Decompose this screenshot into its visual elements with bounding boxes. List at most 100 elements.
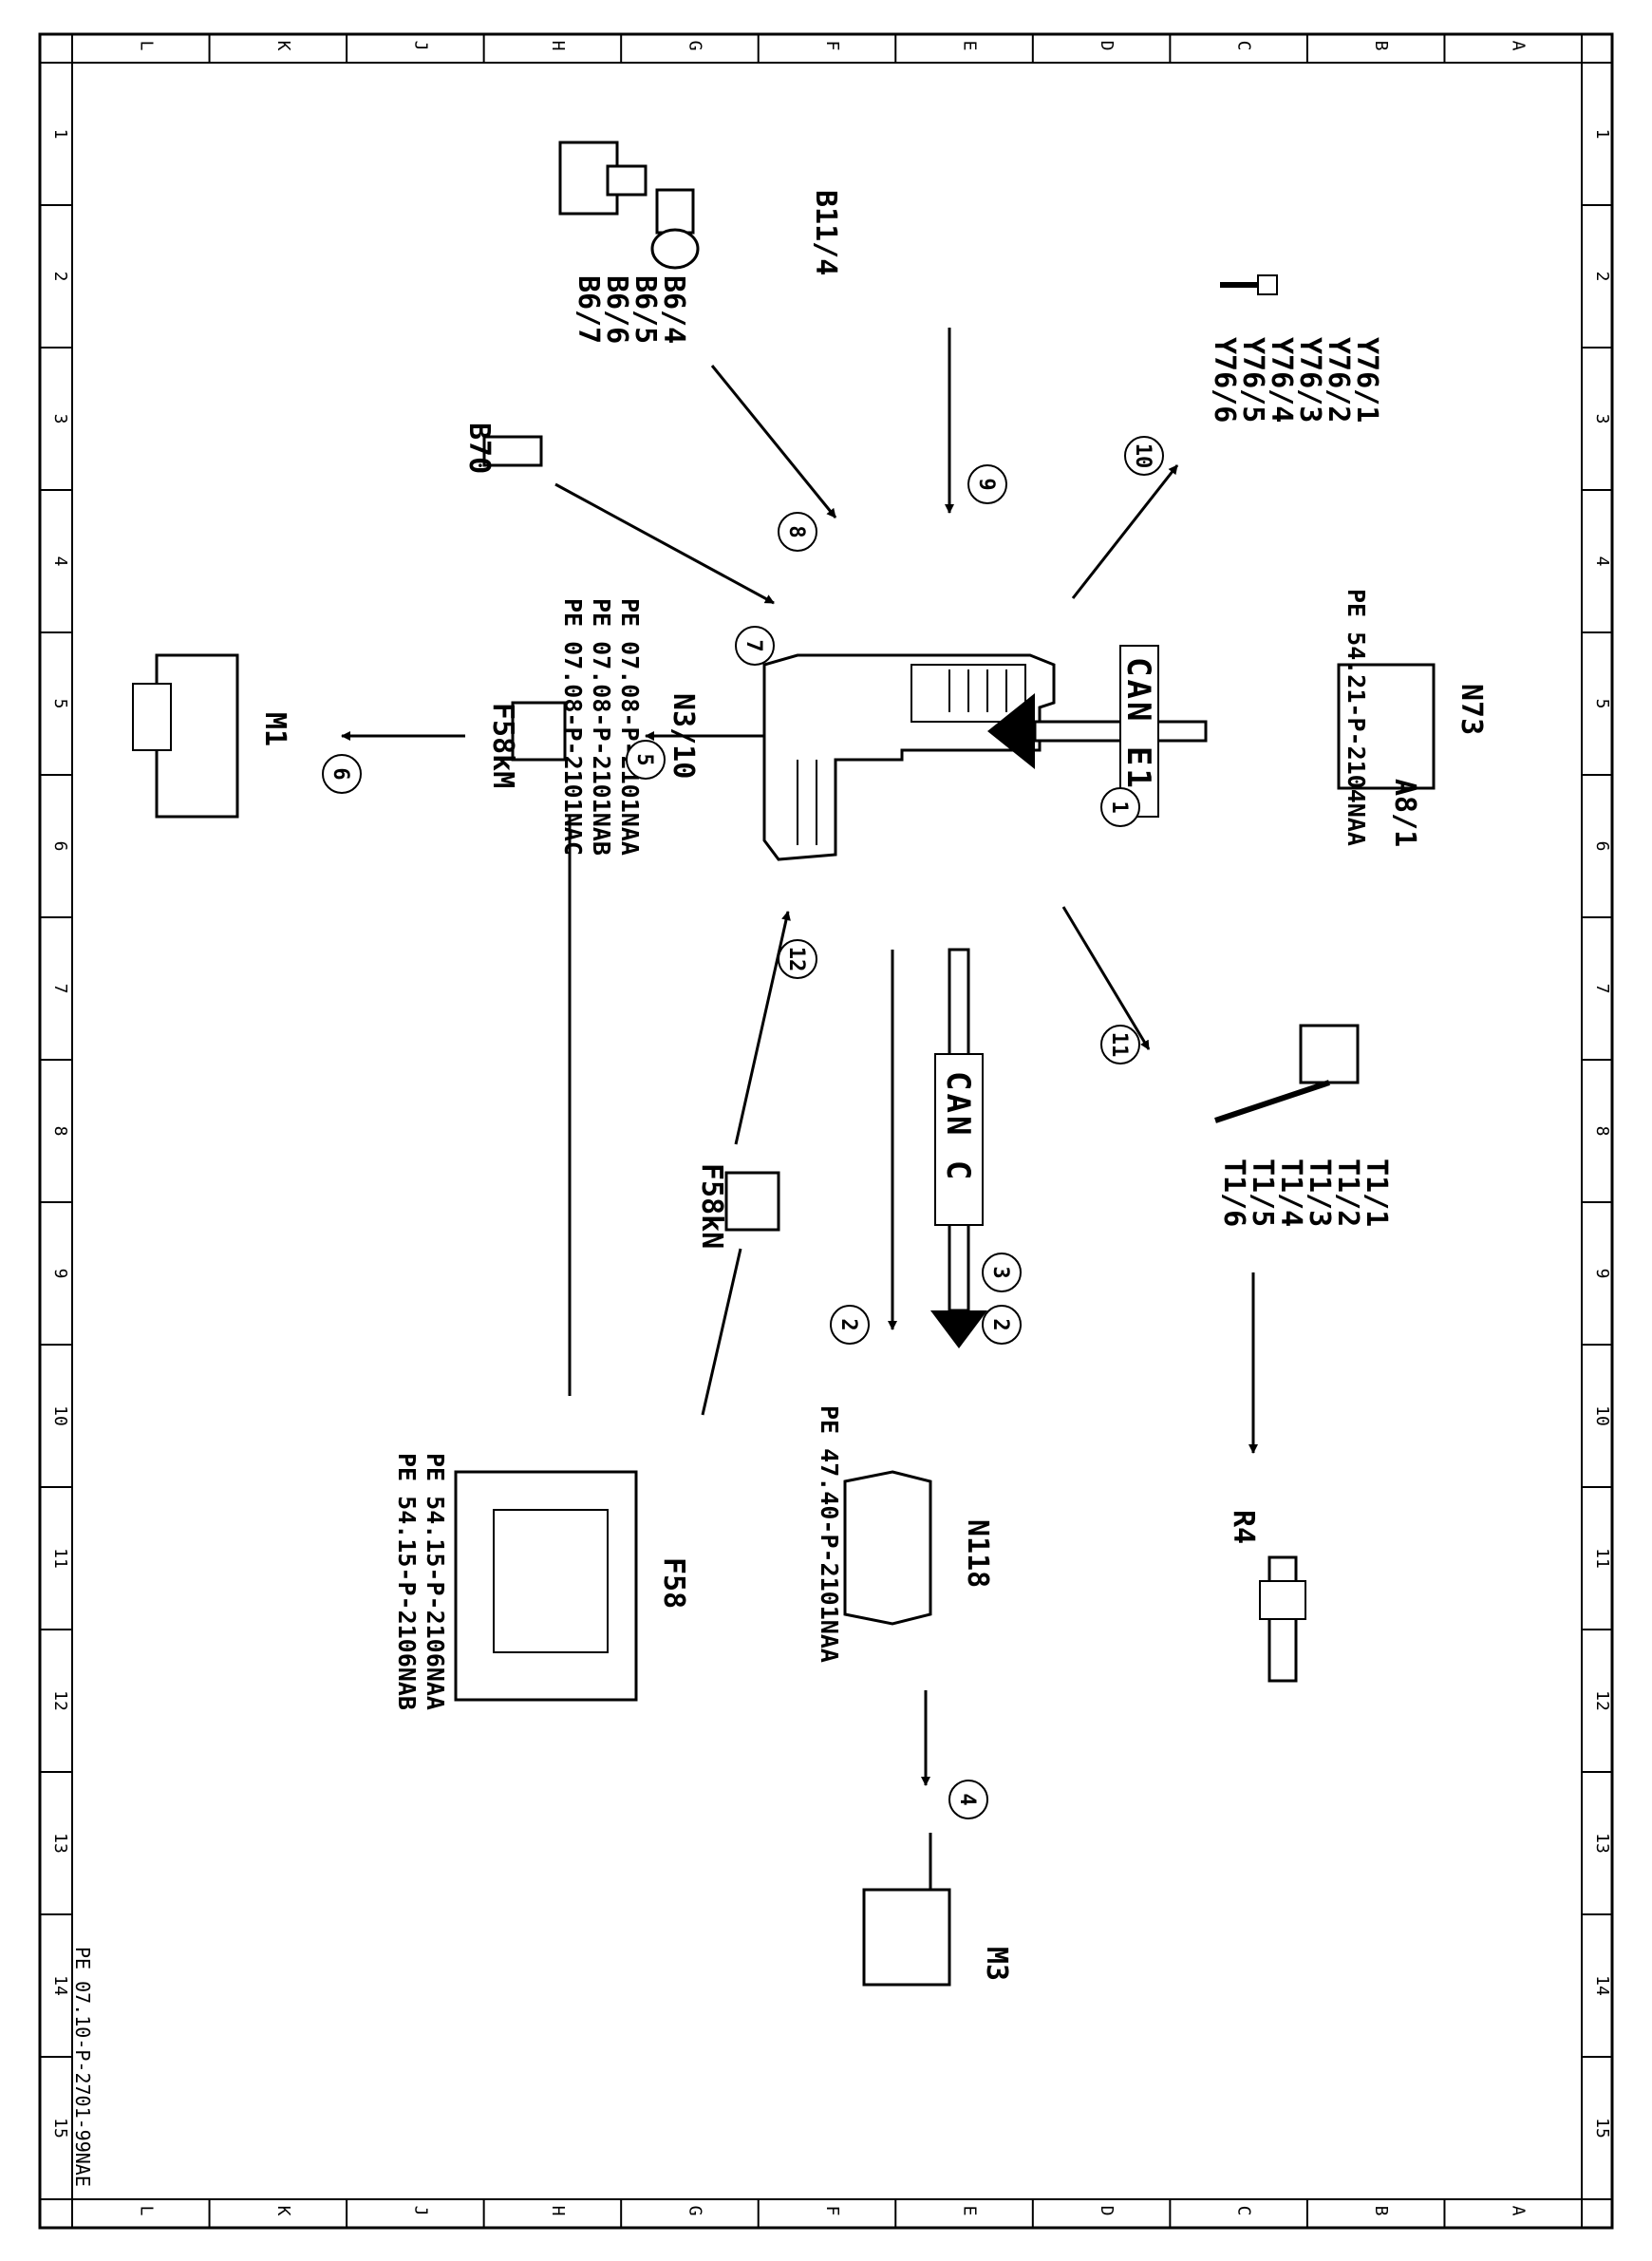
step-11: 11: [1100, 1025, 1140, 1065]
row-label-right: 5: [1592, 699, 1612, 709]
label-n118: N118: [961, 1519, 994, 1588]
label-t1-5: T1/5: [1246, 1159, 1279, 1227]
column-label-top: G: [685, 41, 704, 51]
svg-text:9: 9: [974, 478, 998, 490]
relay-f58kn: F58kN: [695, 1163, 780, 1249]
row-label-left: 6: [50, 841, 70, 852]
ref-n3-10-1: PE 07.08-P-2101NAA: [616, 598, 644, 856]
label-b6-6: B6/6: [600, 275, 633, 344]
column-label-bottom: B: [1371, 2206, 1391, 2216]
sensor-b11-4: B11/4: [650, 188, 842, 275]
row-label-right: 1: [1592, 129, 1612, 140]
column-label-bottom: D: [1097, 2206, 1117, 2216]
svg-text:2: 2: [836, 1318, 860, 1330]
row-label-right: 8: [1592, 1126, 1612, 1137]
svg-text:2: 2: [988, 1318, 1012, 1330]
outer-frame: [38, 32, 1614, 2230]
label-b6-4: B6/4: [657, 275, 690, 344]
svg-text:5: 5: [632, 753, 656, 765]
step-2a: 2: [830, 1305, 870, 1345]
ref-f58-1: PE 54.15-P-2106NAA: [422, 1453, 449, 1710]
row-label-left: 10: [50, 1405, 70, 1426]
ref-n73: PE 54.21-P-2104NAA: [1342, 589, 1370, 846]
label-b6-7: B6/7: [572, 275, 605, 344]
row-label-left: 9: [50, 1269, 70, 1279]
fuel-pump-m3: M3: [862, 1833, 1013, 1987]
step-6: 6: [322, 754, 362, 794]
row-label-right: 14: [1592, 1975, 1612, 1996]
label-can-c: CAN C: [939, 1071, 977, 1182]
label-n73: N73: [1455, 684, 1488, 735]
label-t1-3: T1/3: [1303, 1159, 1336, 1227]
label-y76-3: Y76/3: [1293, 337, 1326, 423]
label-b6-5: B6/5: [629, 275, 662, 344]
svg-text:3: 3: [988, 1266, 1012, 1278]
column-label-bottom: J: [410, 2206, 430, 2216]
inner-frame: [71, 62, 1583, 2200]
row-label-right: 15: [1592, 2118, 1612, 2139]
step-4: 4: [948, 1780, 988, 1819]
column-label-top: B: [1371, 41, 1391, 51]
row-label-right: 6: [1592, 841, 1612, 852]
label-m1: M1: [258, 712, 291, 746]
row-label-left: 11: [50, 1548, 70, 1569]
label-t1-1: T1/1: [1360, 1159, 1393, 1227]
row-label-left: 1: [50, 129, 70, 140]
column-label-top: A: [1509, 41, 1529, 51]
column-label-bottom: C: [1234, 2206, 1254, 2216]
column-label-bottom: H: [548, 2206, 568, 2216]
row-label-left: 12: [50, 1690, 70, 1711]
label-t1-2: T1/2: [1331, 1159, 1364, 1227]
step-10: 10: [1124, 436, 1164, 476]
row-label-right: 7: [1592, 984, 1612, 994]
label-can-e1: CAN E1: [1119, 657, 1157, 791]
column-label-top: D: [1097, 41, 1117, 51]
label-m3: M3: [980, 1947, 1013, 1981]
label-t1-6: T1/6: [1217, 1159, 1250, 1227]
row-label-right: 3: [1592, 414, 1612, 424]
svg-text:12: 12: [784, 947, 808, 972]
step-9: 9: [967, 464, 1007, 504]
label-b11-4: B11/4: [809, 190, 842, 275]
row-label-right: 10: [1592, 1405, 1612, 1426]
row-label-right: 12: [1592, 1690, 1612, 1711]
step-1: 1: [1100, 787, 1140, 827]
row-label-right: 9: [1592, 1269, 1612, 1279]
column-label-bottom: G: [685, 2206, 704, 2216]
can-e1-bus: CAN E1: [987, 645, 1208, 818]
step-5: 5: [626, 740, 666, 780]
step-7: 7: [735, 626, 775, 666]
injector-y76-group: Y76/1 Y76/2 Y76/3 Y76/4 Y76/5 Y76/6: [1208, 274, 1383, 423]
row-label-left: 2: [50, 272, 70, 282]
flow-arrows: [341, 328, 1258, 1786]
svg-text:8: 8: [784, 525, 808, 537]
label-y76-2: Y76/2: [1322, 337, 1355, 423]
can-c-bus: CAN C: [930, 948, 987, 1348]
ecu-n3-10: N3/10 PE 07.08-P-2101NAA PE 07.08-P-2101…: [559, 598, 1056, 861]
label-f58km: F58kM: [486, 703, 519, 788]
column-label-top: H: [548, 41, 568, 51]
starter-m1: M1: [132, 653, 291, 819]
row-label-left: 15: [50, 2118, 70, 2139]
svg-text:1: 1: [1107, 801, 1131, 813]
svg-text:11: 11: [1107, 1032, 1131, 1058]
sensor-b70: B70: [462, 423, 543, 474]
row-label-left: 7: [50, 984, 70, 994]
label-y76-4: Y76/4: [1265, 337, 1298, 423]
row-label-left: 4: [50, 556, 70, 567]
label-y76-5: Y76/5: [1236, 337, 1269, 423]
label-y76-6: Y76/6: [1208, 337, 1241, 423]
label-r4: R4: [1227, 1510, 1260, 1544]
diagram-content: N3/10 PE 07.08-P-2101NAA PE 07.08-P-2101…: [71, 141, 1488, 2187]
svg-text:10: 10: [1131, 443, 1155, 469]
ref-f58-2: PE 54.15-P-2106NAB: [393, 1453, 421, 1710]
column-label-top: E: [960, 41, 980, 51]
label-y76-1: Y76/1: [1350, 337, 1383, 423]
row-label-right: 13: [1592, 1833, 1612, 1854]
relay-f58km: F58kM: [486, 701, 567, 788]
svg-text:4: 4: [955, 1793, 979, 1805]
ref-n118: PE 47.40-P-2101NAA: [816, 1405, 843, 1663]
label-f58: F58: [657, 1557, 690, 1609]
step-12: 12: [778, 939, 817, 979]
